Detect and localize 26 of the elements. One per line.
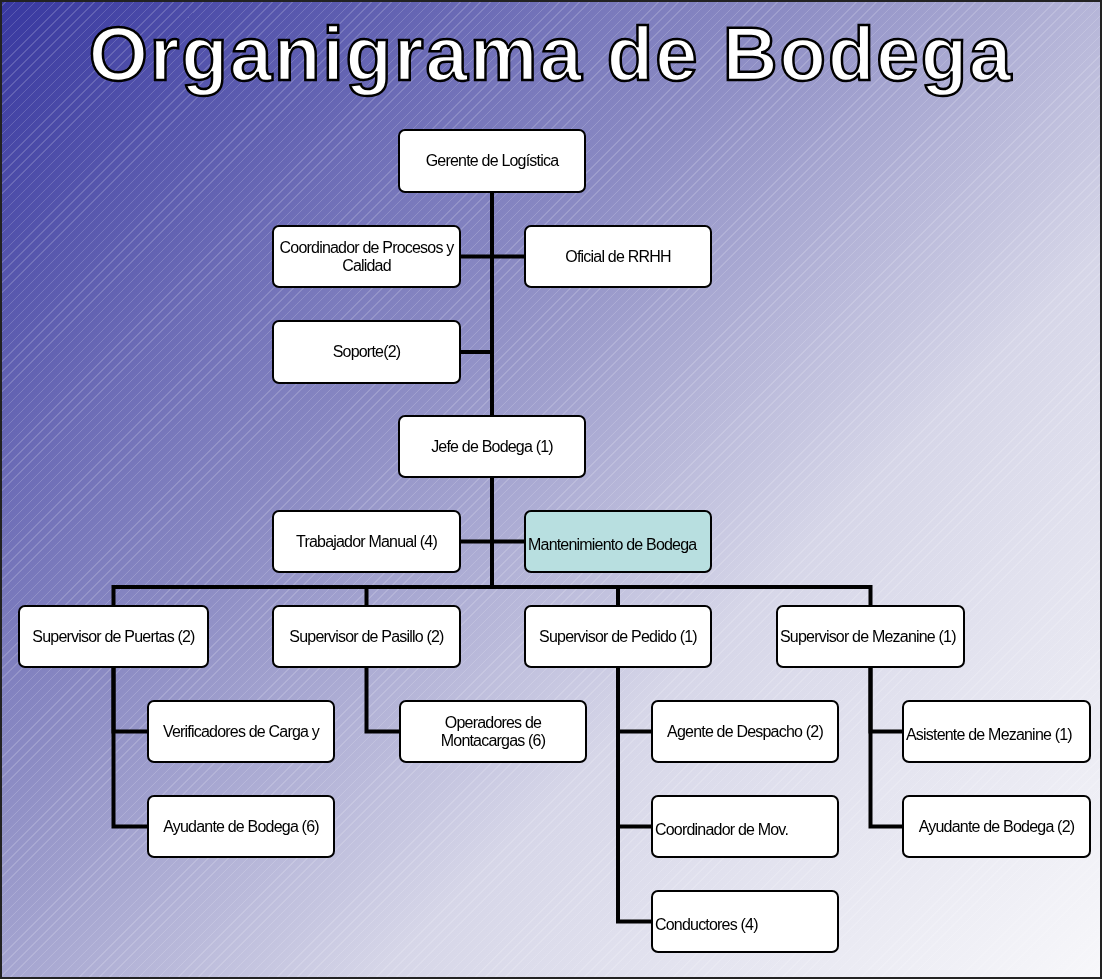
position-box: Supervisor de Puertas (2): [18, 605, 209, 668]
position-box: Operadores de Montacargas (6): [399, 700, 587, 763]
position-box: Supervisor de Pedido (1): [524, 605, 712, 668]
position-box: Coordinador de Mov.: [651, 795, 839, 858]
position-box: Conductores (4): [651, 890, 839, 953]
position-box: Trabajador Manual (4): [272, 510, 461, 573]
title: Organigrama de Bodega: [87, 10, 1015, 97]
position-box: Ayudante de Bodega (2): [902, 795, 1091, 858]
position-box: Supervisor de Pasillo (2): [272, 605, 461, 668]
position-box: Agente de Despacho (2): [651, 700, 839, 763]
position-box: Ayudante de Bodega (6): [147, 795, 335, 858]
position-box: Gerente de Logística: [398, 129, 586, 193]
connector-line: [868, 668, 902, 829]
connector-line: [490, 478, 873, 605]
connector-line: [111, 668, 147, 829]
position-box: Soporte(2): [272, 320, 461, 384]
connector-line: [616, 668, 651, 924]
position-box: Supervisor de Mezanine (1): [776, 605, 965, 668]
position-box: Mantenimiento de Bodega: [524, 510, 712, 573]
position-box: Oficial de RRHH: [524, 225, 712, 288]
position-box: Verificadores de Carga y: [147, 700, 335, 763]
position-box: Jefe de Bodega (1): [398, 415, 586, 478]
position-box: Asistente de Mezanine (1): [902, 700, 1091, 763]
connector-line: [490, 193, 494, 415]
connector-line: [364, 668, 399, 734]
position-box: Coordinador de Procesos y Calidad: [272, 225, 461, 288]
